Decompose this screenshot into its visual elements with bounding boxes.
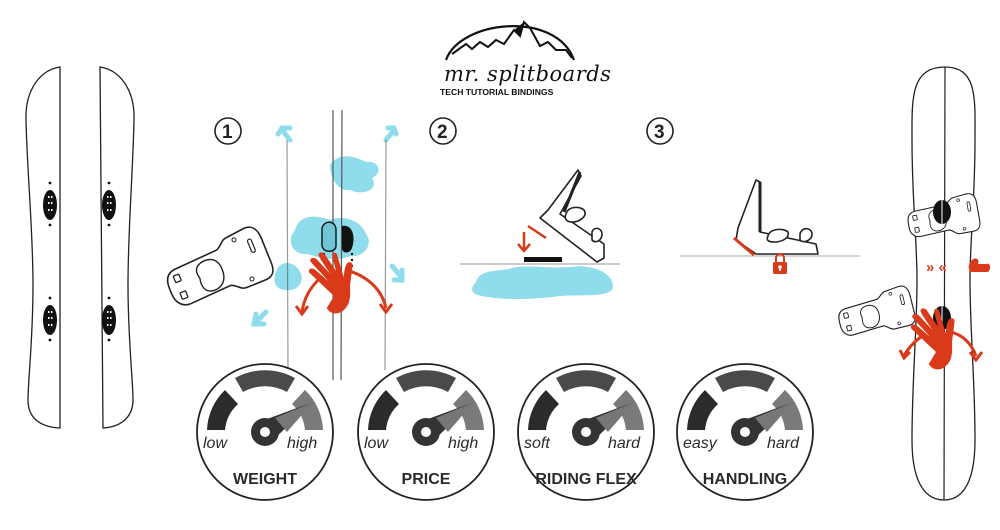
- push-together-arrows-icon: » «: [926, 259, 947, 276]
- gauge-price: low high PRICE: [357, 363, 495, 501]
- snow-blob: [472, 266, 613, 299]
- twist-arrows-icon: [898, 330, 984, 363]
- binding-icon: [539, 169, 605, 263]
- brand-name: mr. splitboards: [444, 62, 611, 86]
- gauge-low-label: soft: [524, 435, 550, 452]
- gauge-high-label: high: [287, 435, 317, 452]
- heel-lever: [527, 224, 547, 240]
- brand-subtitle: TECH TUTORIAL BINDINGS: [440, 87, 554, 97]
- gauge-title: PRICE: [402, 471, 451, 488]
- gauge-low-label: easy: [683, 435, 718, 452]
- assembled-board: » «: [834, 66, 991, 501]
- gauge-handling: easy hard HANDLING: [676, 363, 814, 501]
- mount-pad: [524, 257, 562, 262]
- step-3-number: 3: [654, 122, 665, 143]
- gauge-riding-flex: soft hard RIDING FLEX: [517, 363, 655, 501]
- muscle-icon: [968, 258, 991, 272]
- step-2-number: 2: [437, 122, 448, 143]
- lock-icon: [772, 253, 788, 275]
- brand-logo: mr. splitboards TECH TUTORIAL BINDINGS: [440, 20, 611, 97]
- step-3: 3: [646, 117, 860, 275]
- gauge-title: RIDING FLEX: [535, 471, 637, 488]
- board-edge-lines: [286, 109, 387, 381]
- split-board-halves: [25, 66, 135, 429]
- binding-plate-icon: [158, 222, 278, 316]
- down-arrow-icon: [517, 232, 531, 253]
- gauge-title: WEIGHT: [233, 471, 297, 488]
- spread-arrows-icon: [250, 125, 405, 327]
- gauge-low-label: low: [203, 435, 228, 452]
- gauge-high-label: hard: [767, 435, 800, 452]
- binding-plate-icon: [834, 283, 918, 343]
- step-1-number: 1: [222, 122, 233, 143]
- hand-icon: [305, 245, 364, 318]
- gauge-high-label: high: [448, 435, 478, 452]
- gauge-title: HANDLING: [703, 471, 787, 488]
- step-1: 1: [158, 109, 405, 381]
- snow-blob: [330, 156, 379, 193]
- step-2: 2: [429, 117, 620, 299]
- binding-icon: [735, 179, 819, 255]
- twist-arrows-icon: [294, 268, 394, 317]
- gauge-high-label: hard: [608, 435, 641, 452]
- gauge-weight: low high WEIGHT: [196, 363, 334, 501]
- gauge-low-label: low: [364, 435, 389, 452]
- heel-lever: [733, 236, 755, 257]
